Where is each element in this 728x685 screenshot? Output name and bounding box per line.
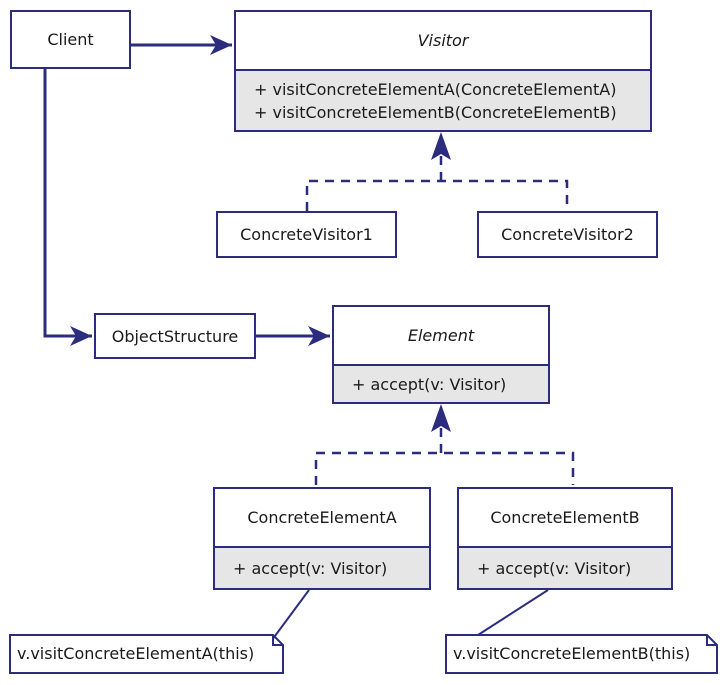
concrete-element-b-methods: + accept(v: Visitor): [459, 548, 671, 588]
object-structure-box[interactable]: ObjectStructure: [94, 313, 256, 359]
element-method-accept: + accept(v: Visitor): [352, 374, 507, 394]
visitor-realization-connector: [305, 156, 569, 211]
element-realization-arrowhead: [431, 404, 451, 432]
note-a-link: [271, 589, 310, 641]
concrete-visitor-2-label: ConcreteVisitor2: [501, 225, 634, 244]
concrete-visitor-1-box[interactable]: ConcreteVisitor1: [216, 211, 397, 258]
concrete-visitor-1-label: ConcreteVisitor1: [240, 225, 373, 244]
visitor-method-a: + visitConcreteElementA(ConcreteElementA…: [254, 79, 617, 99]
note-b-shape: [445, 634, 718, 674]
concrete-visitor-2-box[interactable]: ConcreteVisitor2: [477, 211, 658, 258]
visitor-class[interactable]: Visitor + visitConcreteElementA(Concrete…: [234, 10, 652, 132]
concrete-element-a-class[interactable]: ConcreteElementA + accept(v: Visitor): [213, 487, 431, 590]
object-structure-label: ObjectStructure: [111, 326, 239, 346]
element-class[interactable]: Element + accept(v: Visitor): [332, 305, 550, 404]
concrete-element-b-method-accept: + accept(v: Visitor): [477, 558, 632, 578]
note-a-text: v.visitConcreteElementA(this): [17, 644, 255, 663]
client-label: Client: [47, 30, 94, 49]
concrete-element-a-method-accept: + accept(v: Visitor): [233, 558, 388, 578]
visitor-realization-arrowhead: [431, 132, 451, 160]
concrete-element-b-name: ConcreteElementB: [459, 489, 671, 548]
client-box[interactable]: Client: [10, 10, 131, 69]
client-to-objectstructure-arrow: [43, 69, 92, 346]
note-a-shape: [9, 634, 284, 674]
element-methods: + accept(v: Visitor): [334, 366, 548, 402]
concrete-element-a-name: ConcreteElementA: [215, 489, 429, 548]
element-class-name: Element: [334, 307, 548, 366]
visitor-methods: + visitConcreteElementA(ConcreteElementA…: [236, 71, 650, 130]
element-realization-connector: [314, 428, 575, 485]
note-b-link: [477, 589, 549, 636]
concrete-element-b-class[interactable]: ConcreteElementB + accept(v: Visitor): [457, 487, 673, 590]
visitor-method-b: + visitConcreteElementB(ConcreteElementB…: [254, 102, 617, 122]
concrete-element-a-methods: + accept(v: Visitor): [215, 548, 429, 588]
visitor-class-name: Visitor: [236, 12, 650, 71]
note-b-text: v.visitConcreteElementB(this): [453, 644, 691, 663]
